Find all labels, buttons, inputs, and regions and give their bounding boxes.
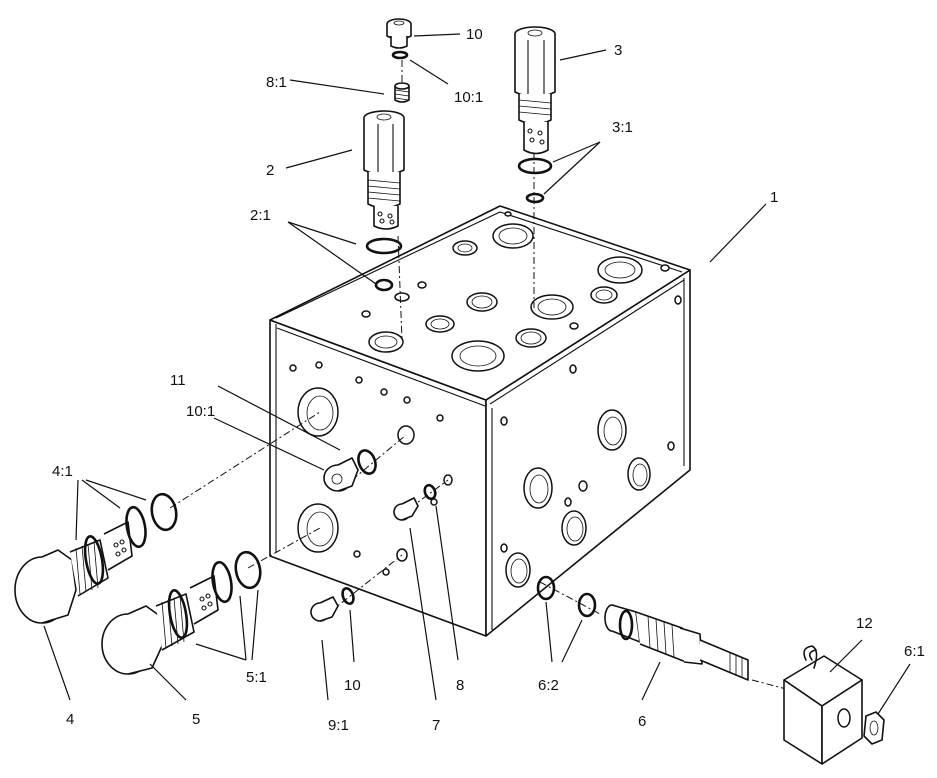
part-4-1-oring-b	[125, 505, 147, 549]
callout-labels: 10 10:1 8:1 3 2 3:1 2:1 1 11 10:1 4:1 5:…	[52, 26, 925, 734]
right-ports	[500, 295, 682, 588]
leader-lines	[43, 33, 911, 715]
callout-7: 8:1	[266, 74, 287, 91]
top-ports	[361, 211, 670, 372]
part-4-valve	[14, 521, 133, 624]
part-10-1-seal	[391, 50, 409, 60]
callout-6-2: 6:2	[538, 677, 559, 694]
part-5-valve	[101, 575, 219, 675]
callout-4: 4	[66, 711, 74, 728]
callout-2: 2	[266, 162, 274, 179]
callout-8-1: 8	[456, 677, 464, 694]
part-12-coil	[783, 645, 863, 765]
part-10-plug	[386, 18, 412, 49]
part-3-1-oring-large	[517, 157, 553, 175]
part-3-1-oring-small	[525, 192, 545, 204]
part-11-1-seal	[357, 449, 377, 475]
callout-10-1: 10:1	[454, 89, 483, 106]
part-9-plug	[310, 596, 339, 622]
assembly-axes	[169, 60, 791, 691]
part-2-1-oring-small	[374, 278, 394, 292]
callout-10: 10	[466, 26, 483, 43]
part-6-2-seal-b	[577, 592, 597, 618]
callout-4-1: 4:1	[52, 463, 73, 480]
part-2-valve	[363, 110, 405, 230]
callout-5: 5	[192, 711, 200, 728]
part-6-1-nut	[863, 711, 885, 745]
part-5-1-oring-b	[211, 560, 233, 604]
front-ports	[289, 361, 453, 576]
callout-12: 12	[856, 615, 873, 632]
callout-3-1: 3:1	[612, 119, 633, 136]
part-7-plug	[394, 82, 410, 103]
part-6-valve	[604, 604, 749, 681]
part-5-1-oring-a	[167, 589, 189, 639]
part-8-1-seal	[423, 483, 437, 501]
callout-3: 3	[614, 42, 622, 59]
callout-2-1: 2:1	[250, 207, 271, 224]
callout-11: 10:1	[186, 403, 215, 420]
part-8-plug	[393, 497, 419, 521]
callout-9: 9:1	[328, 717, 349, 734]
callout-9-1: 10	[344, 677, 361, 694]
part-2-1-oring-large	[365, 237, 403, 255]
manifold-block	[269, 205, 691, 637]
part-11-plug	[323, 457, 359, 492]
part-6-2-seal-a	[536, 575, 556, 601]
part-4-1-oring-c	[150, 492, 178, 532]
part-3-valve	[514, 26, 556, 155]
callout-6: 6	[638, 713, 646, 730]
part-9-1-seal	[341, 586, 355, 606]
part-4-1-oring-a	[83, 535, 105, 585]
callout-8: 7	[432, 717, 440, 734]
callout-1: 1	[770, 189, 778, 206]
callout-5-1: 5:1	[246, 669, 267, 686]
part-5-1-oring-c	[234, 550, 262, 590]
callout-6-1: 6:1	[904, 643, 925, 660]
callout-11-1: 11	[170, 372, 186, 389]
